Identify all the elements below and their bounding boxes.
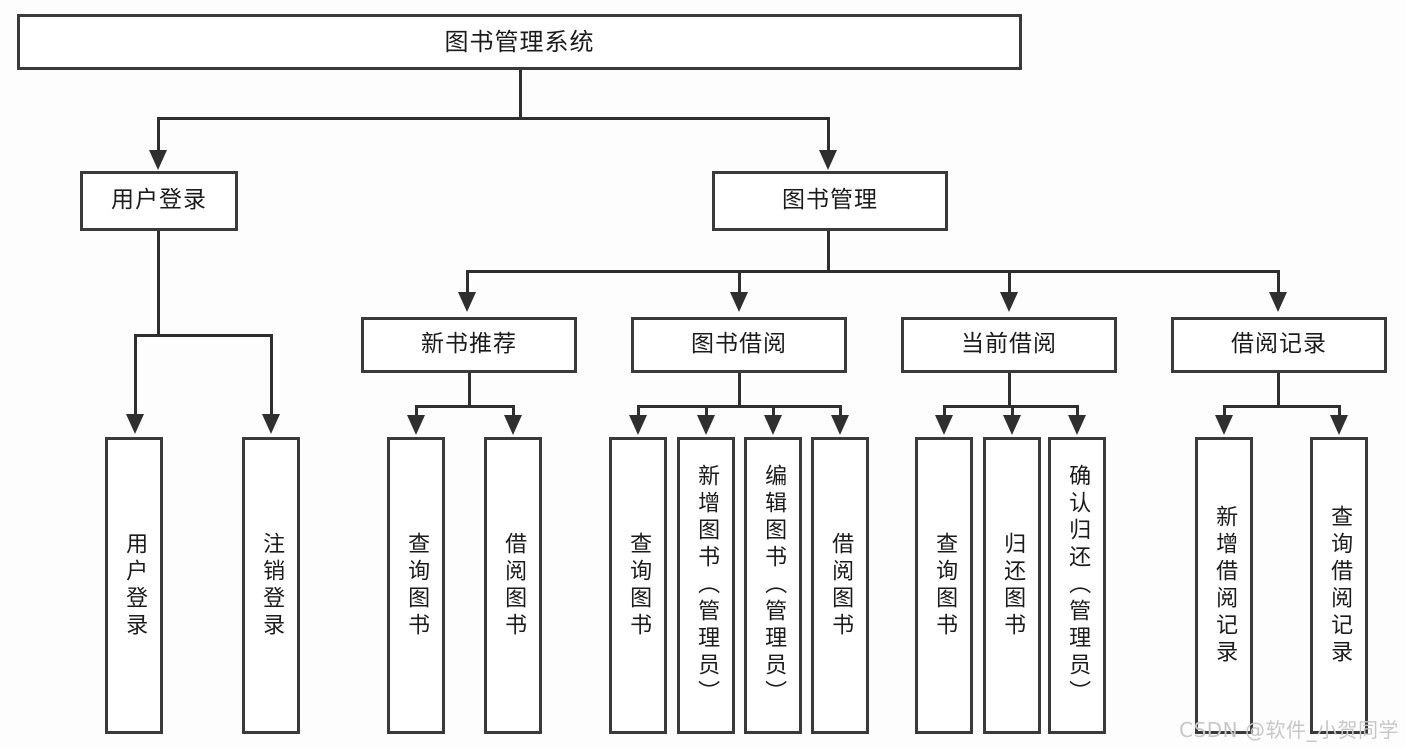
connector-currentborrow-to-leaf-1 xyxy=(943,405,946,418)
connector-borrowrecord-to-leaf-2 xyxy=(1338,405,1341,418)
connector-currentborrow-stem xyxy=(1008,373,1011,407)
arrowhead-login-to-leaf-1 xyxy=(126,414,144,434)
leaf-label: 查询图书 xyxy=(932,531,958,640)
leaf-current-borrow-1[interactable]: 查询图书 xyxy=(915,437,973,734)
node-label: 图书管理系统 xyxy=(444,27,595,56)
arrowhead-bookborrow-to-leaf-3 xyxy=(764,415,782,435)
arrowhead-newbook-to-leaf-1 xyxy=(407,415,425,435)
leaf-book-borrow-1[interactable]: 查询图书 xyxy=(609,437,667,734)
leaf-user-login-2[interactable]: 注销登录 xyxy=(242,437,300,734)
leaf-label: 借阅图书 xyxy=(828,531,854,640)
connector-bookborrow-stem xyxy=(738,373,741,407)
node-user-login[interactable]: 用户登录 xyxy=(80,171,238,231)
connector-bookmgmt-stem xyxy=(827,231,830,272)
leaf-book-borrow-3[interactable]: 编辑图书（管理员） xyxy=(744,437,802,734)
connector-newbook-to-leaf-2 xyxy=(512,405,515,418)
connector-bookborrow-to-leaf-4 xyxy=(839,405,842,418)
arrowhead-currentborrow-to-leaf-1 xyxy=(935,415,953,435)
leaf-borrow-record-1[interactable]: 新增借阅记录 xyxy=(1195,437,1253,734)
connector-bookmgmt-bar xyxy=(466,270,1280,273)
node-label: 图书借阅 xyxy=(691,331,787,358)
leaf-label: 用户登录 xyxy=(122,531,148,640)
arrowhead-currentborrow-to-leaf-2 xyxy=(1003,415,1021,435)
arrowhead-currentborrow-to-leaf-3 xyxy=(1068,415,1086,435)
arrowhead-bookmgmt-to-child-1 xyxy=(458,292,476,312)
connector-login-stem xyxy=(157,231,160,336)
leaf-label: 编辑图书（管理员） xyxy=(761,464,787,707)
leaf-label: 归还图书 xyxy=(1000,531,1026,640)
connector-bookborrow-to-leaf-3 xyxy=(772,405,775,418)
connector-newbook-stem xyxy=(468,373,471,407)
node-book-borrow[interactable]: 图书借阅 xyxy=(631,317,847,373)
arrowhead-bookborrow-to-leaf-1 xyxy=(629,415,647,435)
node-current-borrow[interactable]: 当前借阅 xyxy=(901,317,1117,373)
leaf-label: 注销登录 xyxy=(259,531,285,640)
watermark-text: CSDN @软件_小贺同学 xyxy=(1179,718,1399,742)
leaf-current-borrow-2[interactable]: 归还图书 xyxy=(983,437,1041,734)
node-borrow-record[interactable]: 借阅记录 xyxy=(1171,317,1387,373)
node-new-book-recommend[interactable]: 新书推荐 xyxy=(361,317,577,373)
node-book-management[interactable]: 图书管理 xyxy=(712,171,948,231)
connector-root-to-login xyxy=(157,117,160,153)
leaf-book-borrow-4[interactable]: 借阅图书 xyxy=(811,437,869,734)
arrowhead-bookmgmt-to-child-4 xyxy=(1269,292,1287,312)
connector-currentborrow-to-leaf-3 xyxy=(1076,405,1079,418)
leaf-label: 新增借阅记录 xyxy=(1212,504,1238,667)
connector-bookmgmt-to-child-3 xyxy=(1008,270,1011,294)
arrowhead-bookmgmt-to-child-3 xyxy=(1000,292,1018,312)
node-label: 用户登录 xyxy=(111,187,207,214)
connector-bookborrow-to-leaf-2 xyxy=(705,405,708,418)
connector-root-bar xyxy=(157,117,830,120)
connector-bookmgmt-to-child-2 xyxy=(738,270,741,294)
leaf-label: 查询图书 xyxy=(404,531,430,640)
arrowhead-newbook-to-leaf-2 xyxy=(504,415,522,435)
connector-borrowrecord-to-leaf-1 xyxy=(1223,405,1226,418)
arrowhead-bookmgmt-to-child-2 xyxy=(730,292,748,312)
connector-bookborrow-to-leaf-1 xyxy=(637,405,640,418)
node-label: 新书推荐 xyxy=(421,331,517,358)
leaf-new-book-recommend-1[interactable]: 查询图书 xyxy=(387,437,445,734)
arrowhead-login-to-leaf-2 xyxy=(262,414,280,434)
connector-root-stem xyxy=(519,70,522,119)
node-label: 当前借阅 xyxy=(961,331,1057,358)
connector-currentborrow-bar xyxy=(943,405,1078,408)
leaf-current-borrow-3[interactable]: 确认归还（管理员） xyxy=(1048,437,1106,734)
connector-bookmgmt-to-child-4 xyxy=(1277,270,1280,294)
leaf-label: 查询图书 xyxy=(626,531,652,640)
arrowhead-root-to-bookmgmt xyxy=(819,150,837,170)
connector-login-to-leaf-1 xyxy=(134,334,137,416)
connector-newbook-to-leaf-1 xyxy=(415,405,418,418)
connector-newbook-bar xyxy=(415,405,515,408)
connector-bookmgmt-to-child-1 xyxy=(466,270,469,294)
node-label: 图书管理 xyxy=(782,187,878,214)
leaf-label: 查询借阅记录 xyxy=(1327,504,1353,667)
leaf-book-borrow-2[interactable]: 新增图书（管理员） xyxy=(677,437,735,734)
leaf-label: 借阅图书 xyxy=(501,531,527,640)
leaf-borrow-record-2[interactable]: 查询借阅记录 xyxy=(1310,437,1368,734)
arrowhead-borrowrecord-to-leaf-1 xyxy=(1215,415,1233,435)
node-root-system[interactable]: 图书管理系统 xyxy=(17,14,1022,70)
leaf-label: 新增图书（管理员） xyxy=(694,464,720,707)
leaf-new-book-recommend-2[interactable]: 借阅图书 xyxy=(484,437,542,734)
connector-borrowrecord-bar xyxy=(1223,405,1341,408)
connector-root-to-bookmgmt xyxy=(827,117,830,153)
connector-login-to-leaf-2 xyxy=(270,334,273,416)
connector-bookborrow-bar xyxy=(637,405,841,408)
node-label: 借阅记录 xyxy=(1231,331,1327,358)
arrowhead-bookborrow-to-leaf-4 xyxy=(831,415,849,435)
leaf-label: 确认归还（管理员） xyxy=(1065,464,1091,707)
connector-borrowrecord-stem xyxy=(1277,373,1280,407)
arrowhead-borrowrecord-to-leaf-2 xyxy=(1330,415,1348,435)
arrowhead-root-to-login xyxy=(149,150,167,170)
arrowhead-bookborrow-to-leaf-2 xyxy=(697,415,715,435)
leaf-user-login-1[interactable]: 用户登录 xyxy=(105,437,163,734)
connector-login-bar xyxy=(134,334,273,337)
connector-currentborrow-to-leaf-2 xyxy=(1011,405,1014,418)
